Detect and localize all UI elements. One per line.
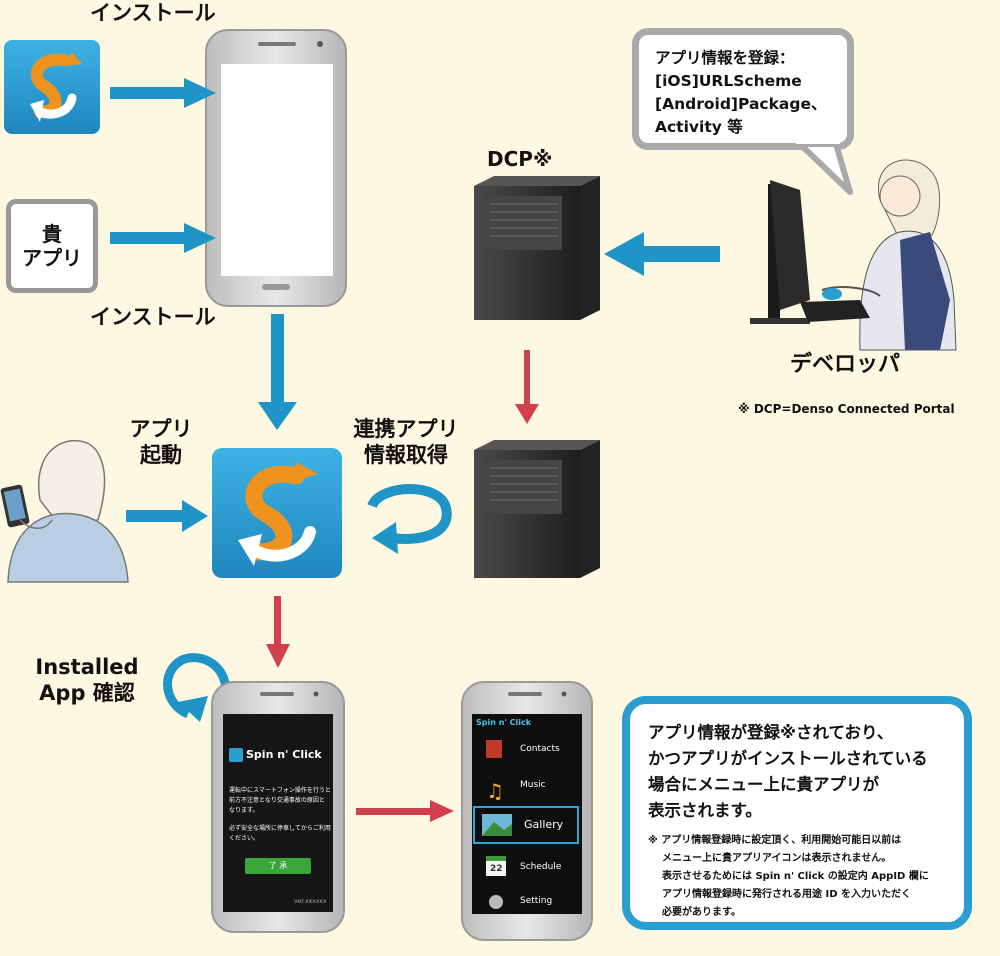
app-launch-label: アプリ 起動 [126,416,196,468]
install-label-top: インストール [90,1,216,25]
user-illustration [0,439,129,583]
app-icon-small [4,40,100,134]
info-main-line: かつアプリがインストールされている [648,749,928,768]
arrow-fetch-info [367,484,452,554]
menu-item-music[interactable]: Music [520,780,546,790]
bubble-line: Activity 等 [655,118,743,136]
menu-item-contacts[interactable]: Contacts [520,744,560,754]
bubble-line: [Android]Package、 [655,95,827,113]
arrow-launch [126,500,208,532]
info-note: ※ アプリ情報登録時に設定頂く、利用開始可能日以前は メニュー上に貴アプリアイコ… [648,832,946,922]
svg-text:♫: ♫ [486,779,504,803]
installed-line-2: App 確認 [39,681,135,705]
info-main: アプリ情報が登録※されており、 かつアプリがインストールされている 場合にメニュ… [648,720,946,824]
dcp-server [474,176,600,320]
info-main-line: 場合にメニュー上に貴アプリが [648,775,879,794]
splash-line: 前方不注意となり交通事故の原因と [229,797,325,804]
menu-item-schedule[interactable]: Schedule [520,862,562,872]
info-note-line: メニュー上に貴アプリアイコンは表示されません。 [662,853,892,864]
menu-item-setting[interactable]: Setting [520,896,553,906]
app-icon-large [212,448,342,578]
splash-line [229,816,333,824]
splash-message: 運転中にスマートフォン操作を行うと 前方不注意となり交通事故の原因と なります。… [229,786,333,844]
menu-item-gallery[interactable]: Gallery [524,818,564,831]
phone-blank [205,29,347,307]
app-launch-line-2: 起動 [140,443,182,467]
linked-app-label: 連携アプリ 情報取得 [344,416,468,468]
bubble-line: [iOS]URLScheme [655,72,802,90]
linked-app-line-2: 情報取得 [364,443,448,467]
linked-app-line-1: 連携アプリ [353,417,459,441]
your-app-label-2: アプリ [22,246,82,270]
info-box: アプリ情報が登録※されており、 かつアプリがインストールされている 場合にメニュ… [622,696,972,930]
arrow-server-sync [515,350,539,424]
splash-logo: Spin n' Click [246,748,322,761]
accept-button[interactable]: 了 承 [268,861,288,870]
app-launch-line-1: アプリ [129,417,193,441]
info-note-line: 表示させるためには Spin n' Click の設定内 AppID 欄に [662,871,929,882]
info-note-line: アプリ情報登録時に発行される用途 ID を入力いただく [662,889,911,900]
arrow-developer-to-dcp [604,232,720,276]
splash-line: なります。 [229,807,259,814]
developer-label: デベロッパ [790,352,901,377]
install-label-bottom: インストール [90,305,216,329]
developer-illustration [750,159,957,351]
splash-line: 運転中にスマートフォン操作を行うと [229,787,331,794]
your-app-box: 貴 アプリ [6,199,98,293]
arrow-app-to-splash [266,596,290,668]
installed-line-1: Installed [35,655,139,679]
splash-line: 必ず安全な場所に停車してからご利用 [229,825,331,832]
arrow-splash-to-menu [356,800,454,822]
installed-app-label: Installed App 確認 [24,654,150,706]
menu-logo: Spin n' Click [476,718,532,727]
arrow-installed-check [163,653,231,722]
bubble-line: アプリ情報を登録： [655,49,795,67]
your-app-label-1: 貴 [42,222,62,246]
dcp-footnote: ※ DCP=Denso Connected Portal [738,402,955,416]
arrow-phone-to-app [258,314,297,430]
arrow-install-your-app [110,223,216,253]
speech-bubble: アプリ情報を登録： [iOS]URLScheme [Android]Packag… [632,28,854,150]
phone-splash [211,681,345,933]
info-main-line: 表示されます。 [648,801,762,820]
arrow-install-app [110,78,216,108]
menu-item-gallery-frame[interactable] [473,806,579,844]
info-note-line: 必要があります。 [662,907,741,918]
info-note-line: ※ アプリ情報登録時に設定頂く、利用開始可能日以前は [648,835,902,846]
dcp-label: DCP※ [487,147,553,171]
info-main-line: アプリ情報が登録※されており、 [648,723,894,742]
dcp-server-2 [474,440,600,578]
phone-menu: ♫ [461,681,593,941]
calendar-day: 22 [490,864,503,874]
version-label: ver.xxxxxx [294,898,327,905]
splash-line: ください。 [229,835,260,842]
